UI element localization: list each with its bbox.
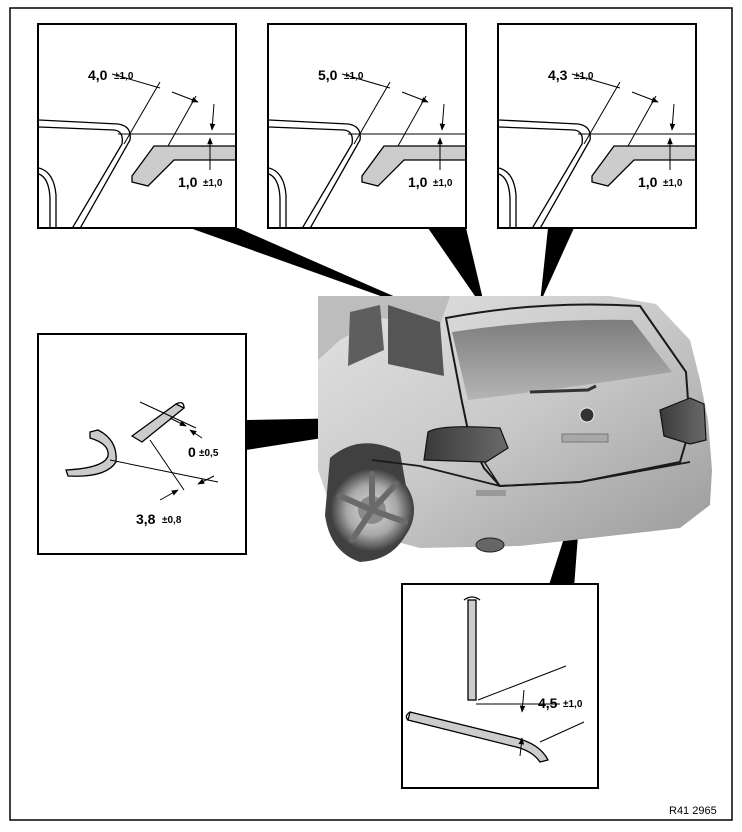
dim-tol-top-middle: ±1,0 [344, 71, 364, 82]
reference-number: R41 2965 [669, 805, 717, 817]
detail-bottom: 4,5 ±1,0 [401, 583, 599, 789]
dim-value-top-left: 4,0 [88, 67, 108, 83]
pointer-top-right [540, 228, 574, 303]
dim-tol2-top-left: ±1,0 [203, 178, 223, 189]
dim-value-left: 0 [188, 444, 196, 460]
dim-tol-top-left: ±1,0 [114, 71, 134, 82]
detail-top-right: 4,3 ±1,0 1,0 ±1,0 [497, 23, 697, 229]
detail-top-left: 4,0 ±1,0 1,0 ±1,0 [37, 23, 237, 229]
dim-tol-bottom: ±1,0 [563, 699, 583, 710]
dim-value2-top-right: 1,0 [638, 174, 658, 190]
dim-value2-top-middle: 1,0 [408, 174, 428, 190]
detail-left: 0 ±0,5 3,8 ±0,8 [37, 333, 247, 555]
dim-value2-top-left: 1,0 [178, 174, 198, 190]
dim-value-bottom: 4,5 [538, 695, 558, 711]
detail-top-middle: 5,0 ±1,0 1,0 ±1,0 [267, 23, 467, 229]
dim-value-top-middle: 5,0 [318, 67, 338, 83]
dim-tol2-left: ±0,8 [162, 515, 182, 526]
dim-value2-left: 3,8 [136, 511, 156, 527]
dim-tol-top-right: ±1,0 [574, 71, 594, 82]
car-illustration [318, 296, 712, 562]
dim-tol2-top-middle: ±1,0 [433, 178, 453, 189]
dim-value-top-right: 4,3 [548, 67, 568, 83]
dim-tol2-top-right: ±1,0 [663, 178, 683, 189]
pointer-top-middle [428, 228, 486, 312]
dim-tol-left: ±0,5 [199, 448, 219, 459]
